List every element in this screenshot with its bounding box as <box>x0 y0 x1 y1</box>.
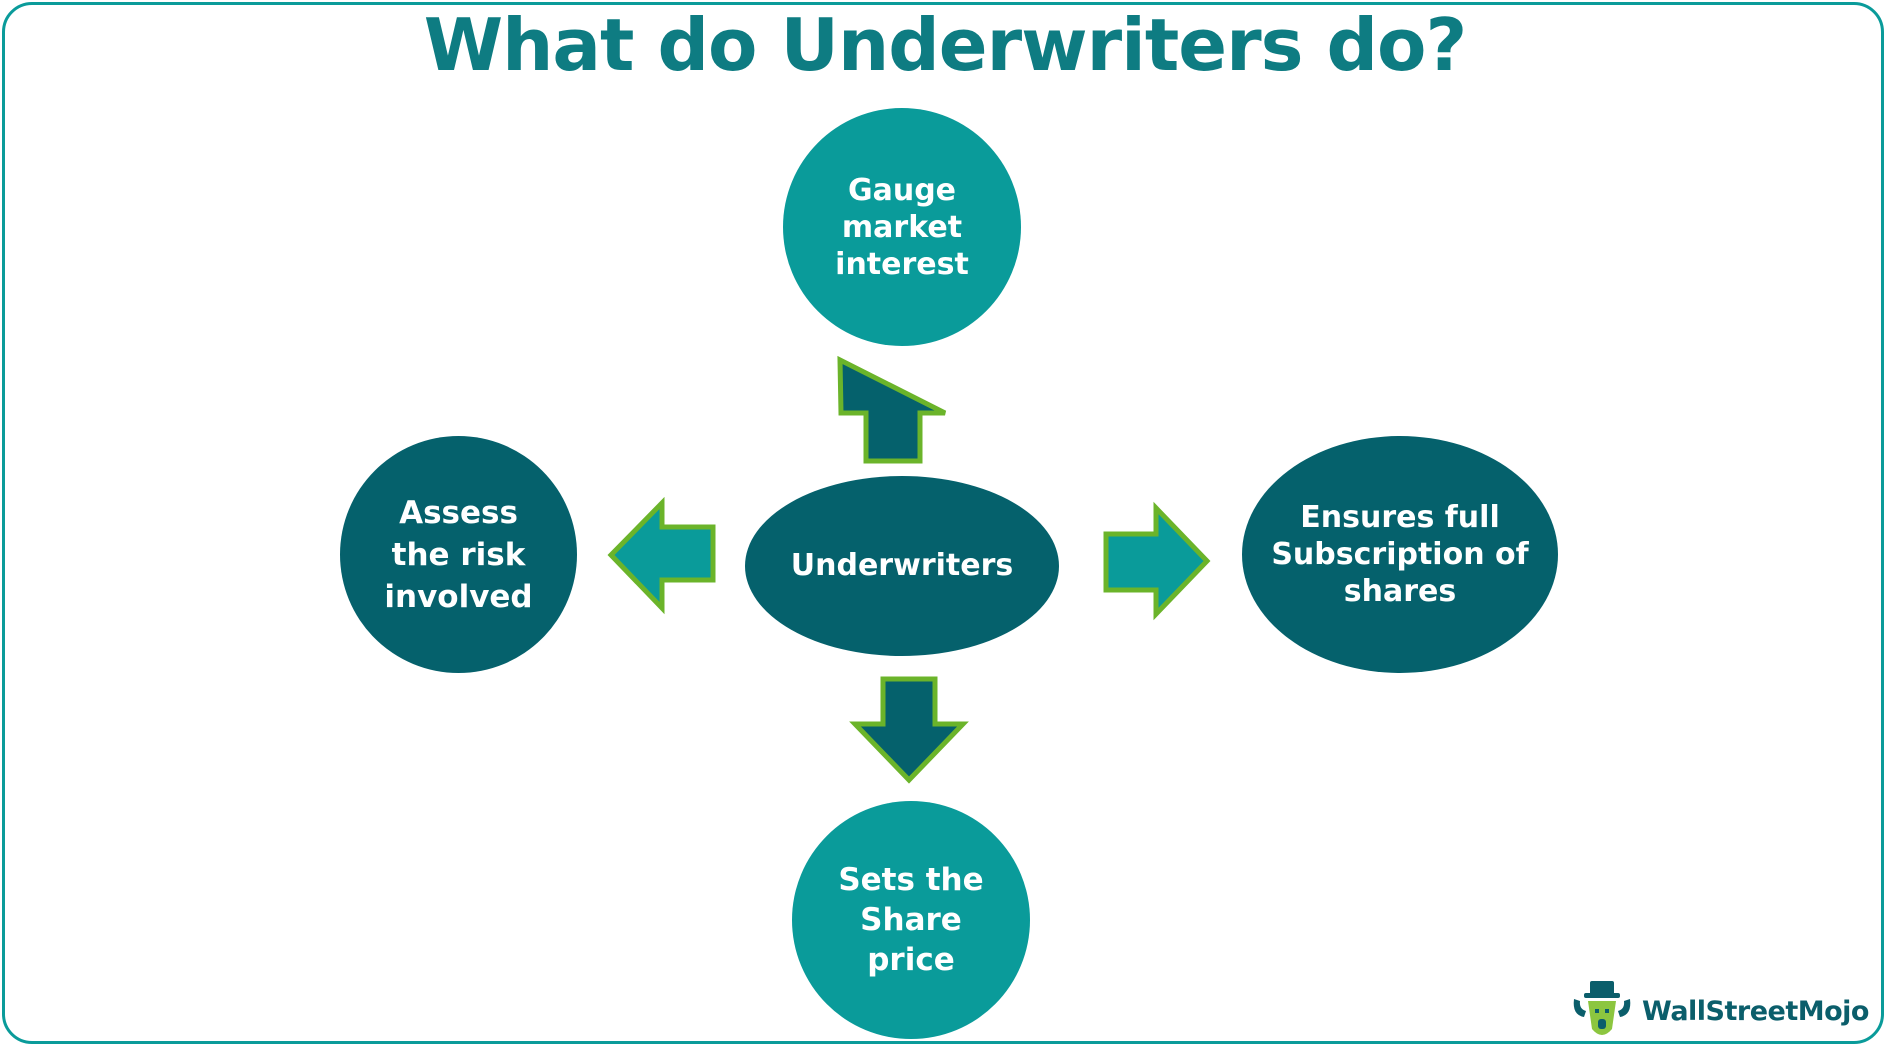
node-label: Underwriters <box>790 548 1014 583</box>
wallstreetmojo-logo-icon <box>1573 981 1631 1035</box>
arrow-left-icon <box>607 496 716 615</box>
node-assess-risk: Assess the risk involved <box>340 436 577 673</box>
node-underwriters: Underwriters <box>745 476 1059 656</box>
arrow-up-icon <box>837 355 947 464</box>
logo-text: WallStreetMojo <box>1642 996 1869 1027</box>
wallstreetmojo-logo: WallStreetMojo <box>1570 978 1869 1044</box>
logo-text-part2: Mojo <box>1797 995 1870 1027</box>
node-sets-share-price: Sets the Share price <box>792 801 1030 1039</box>
arrow-right-shape <box>1103 501 1211 621</box>
node-ensures-full-subscription: Ensures full Subscription of shares <box>1242 436 1558 673</box>
node-label: Gauge market interest <box>835 172 969 282</box>
arrow-down-icon <box>849 676 969 784</box>
node-label: Ensures full Subscription of shares <box>1271 500 1529 609</box>
page-title: What do Underwriters do? <box>423 3 1468 87</box>
node-label: Assess the risk involved <box>384 494 533 615</box>
node-label: Sets the Share price <box>838 862 984 978</box>
node-gauge-market-interest: Gauge market interest <box>783 108 1021 346</box>
logo-text-part1: WallStreet <box>1642 995 1798 1027</box>
